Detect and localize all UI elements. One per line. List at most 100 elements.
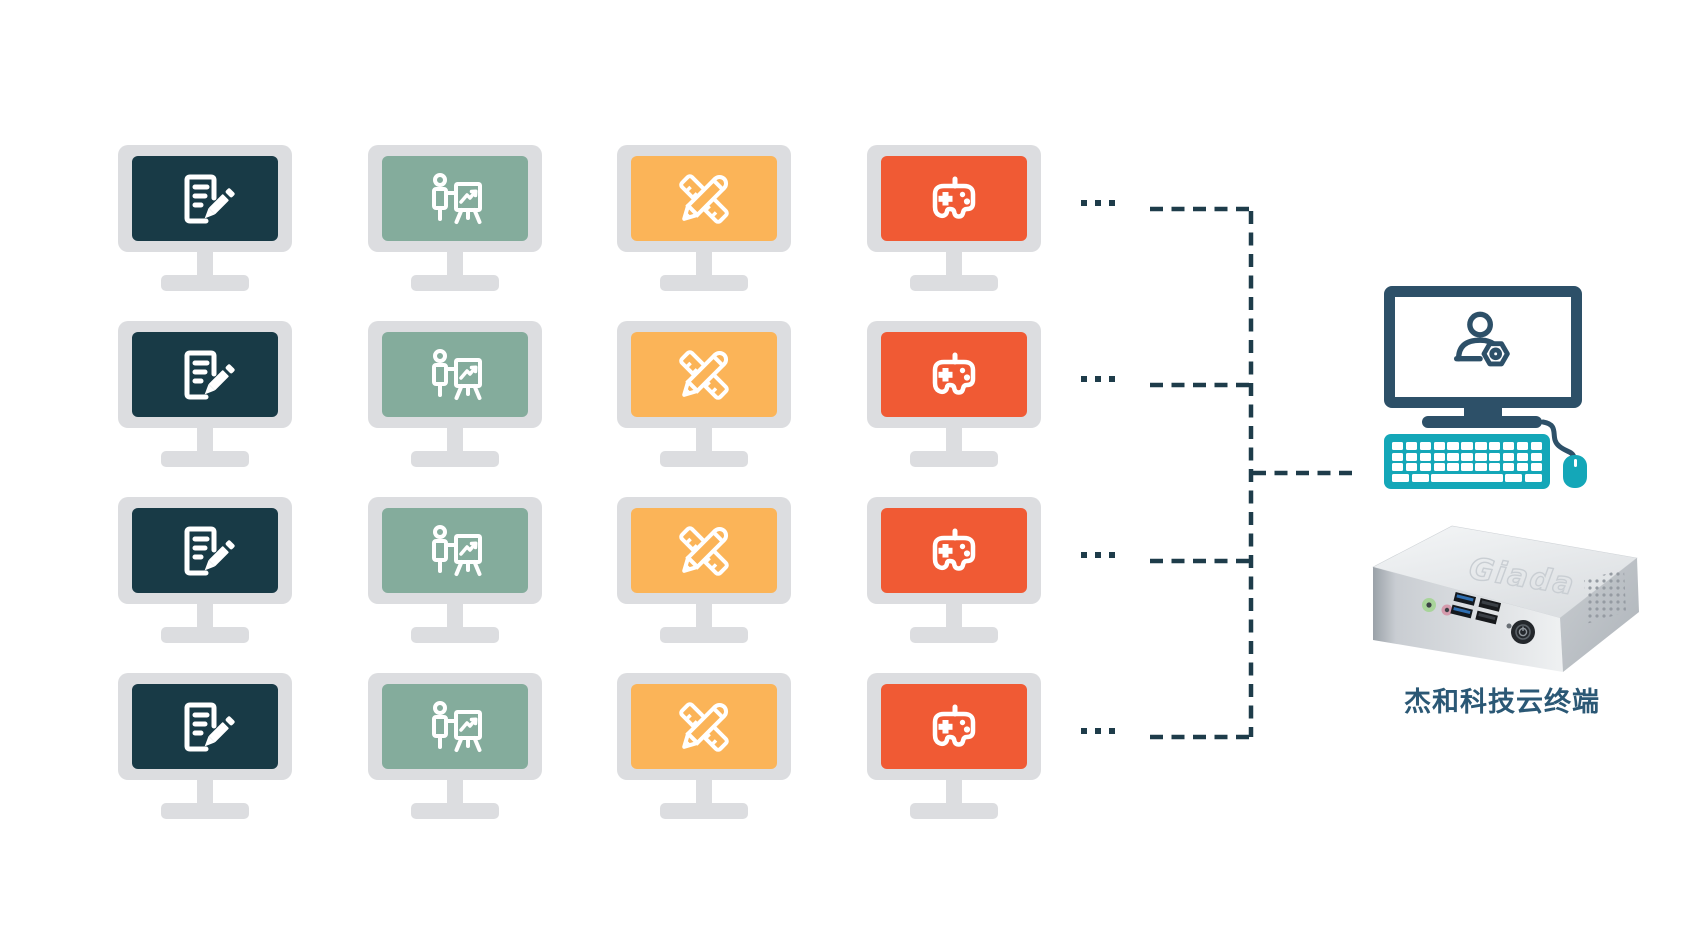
monitor-screen [132, 508, 278, 593]
monitor-screen [631, 508, 777, 593]
user-gear-icon [1453, 311, 1510, 367]
document-edit-icon [184, 702, 235, 751]
ellipsis-dots [1081, 376, 1115, 382]
workstation-monitor [867, 673, 1041, 820]
pc-front-ports [1422, 591, 1535, 644]
monitor-screen [881, 156, 1027, 241]
monitor-bezel [867, 673, 1041, 780]
monitor-stand [696, 603, 712, 629]
monitor-base [411, 627, 499, 643]
ellipsis-dots [1081, 552, 1115, 558]
workstation-monitor [368, 673, 542, 820]
monitor-screen [881, 332, 1027, 417]
monitor-bezel [368, 321, 542, 428]
presentation-chart-icon [432, 172, 482, 224]
gamepad-icon [932, 176, 976, 219]
document-edit-icon [184, 526, 235, 575]
presentation-chart-icon [432, 348, 482, 400]
monitor-bezel [617, 673, 791, 780]
workstation-monitor [867, 497, 1041, 644]
monitor-stand [946, 251, 962, 277]
monitor-stand [946, 603, 962, 629]
monitor-screen [631, 156, 777, 241]
monitor-screen [631, 332, 777, 417]
monitor-stand [197, 251, 213, 277]
monitor-screen [382, 156, 528, 241]
workstation-monitor [368, 497, 542, 644]
monitor-base [660, 451, 748, 467]
monitor-base [161, 803, 249, 819]
monitor-bezel [368, 145, 542, 252]
presentation-chart-icon [432, 524, 482, 576]
monitor-stand [696, 779, 712, 805]
workstation-monitor [617, 673, 791, 820]
monitor-base [161, 275, 249, 291]
monitor-stand [197, 603, 213, 629]
workstation-monitor [617, 321, 791, 468]
terminal-monitor-base [1422, 416, 1542, 428]
monitor-base [910, 451, 998, 467]
monitor-base [660, 803, 748, 819]
workstation-monitor [118, 321, 292, 468]
monitor-stand [696, 427, 712, 453]
monitor-screen [382, 508, 528, 593]
workstation-monitor [617, 145, 791, 292]
monitor-base [411, 451, 499, 467]
monitor-base [161, 627, 249, 643]
monitor-bezel [118, 673, 292, 780]
pc-side-vents [1584, 569, 1626, 624]
ellipsis-dots [1081, 200, 1115, 206]
monitor-bezel [617, 321, 791, 428]
gamepad-icon [932, 352, 976, 395]
monitor-screen [382, 684, 528, 769]
monitor-screen [881, 508, 1027, 593]
ruler-pencil-icon [679, 701, 729, 752]
ruler-pencil-icon [679, 349, 729, 400]
monitor-bezel [617, 145, 791, 252]
mini-pc-device: Giada [1372, 525, 1639, 672]
monitor-base [910, 803, 998, 819]
monitor-screen [881, 684, 1027, 769]
monitor-base [910, 275, 998, 291]
monitor-screen [631, 684, 777, 769]
monitor-base [910, 627, 998, 643]
terminal-label: 杰和科技云终端 [1404, 687, 1600, 718]
document-edit-icon [184, 174, 235, 223]
monitor-screen [132, 156, 278, 241]
ruler-pencil-icon [679, 525, 729, 576]
mouse-scroll-slit [1573, 459, 1577, 467]
monitor-base [660, 275, 748, 291]
presentation-chart-icon [432, 700, 482, 752]
terminal-mouse [1563, 455, 1587, 488]
pc-front-face [1373, 567, 1563, 672]
workstation-monitor [867, 321, 1041, 468]
gamepad-icon [932, 528, 976, 571]
gamepad-icon [932, 704, 976, 747]
monitor-stand [197, 427, 213, 453]
workstation-monitor [118, 497, 292, 644]
monitor-base [660, 627, 748, 643]
monitor-stand [946, 427, 962, 453]
monitor-screen [382, 332, 528, 417]
mouse-cable [1540, 419, 1577, 460]
monitor-bezel [617, 497, 791, 604]
ellipsis-dots [1081, 728, 1115, 734]
monitor-base [161, 451, 249, 467]
workstation-monitor [867, 145, 1041, 292]
monitor-base [411, 275, 499, 291]
monitor-screen [132, 684, 278, 769]
workstation-monitor [118, 145, 292, 292]
document-edit-icon [184, 350, 235, 399]
monitor-bezel [867, 145, 1041, 252]
terminal-monitor-neck [1464, 406, 1502, 418]
workstation-monitor [617, 497, 791, 644]
keyboard-keys [1392, 442, 1543, 482]
monitor-bezel [368, 497, 542, 604]
monitor-bezel [118, 145, 292, 252]
terminal-keyboard [1384, 434, 1550, 489]
ruler-pencil-icon [679, 173, 729, 224]
monitor-stand [447, 427, 463, 453]
